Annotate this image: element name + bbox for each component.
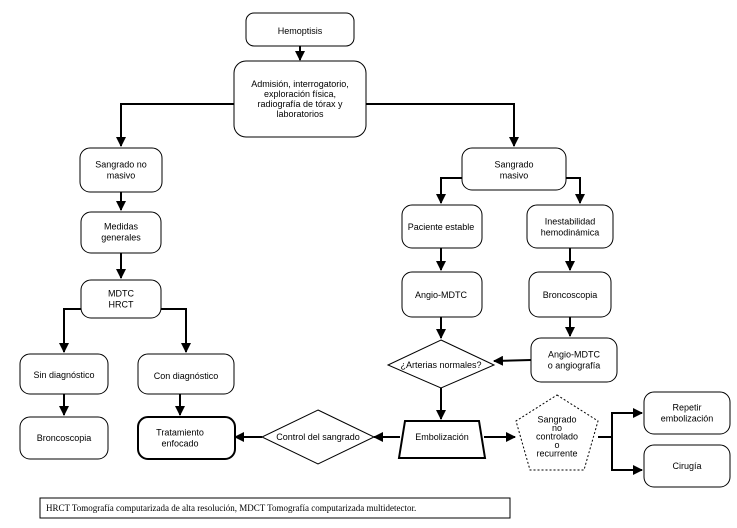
bronco-left-label-line-1: Broncoscopia xyxy=(37,433,92,443)
tratamiento-label-line-2: enfocado xyxy=(161,439,198,449)
tratamiento-label-line-1: Tratamiento xyxy=(156,428,204,438)
inestable-label-line-1: Inestabilidad xyxy=(545,217,596,227)
node-hemoptisis: Hemoptisis xyxy=(245,12,355,47)
masivo-label-line-2: masivo xyxy=(500,171,529,181)
edge-admision-masivo xyxy=(366,103,519,147)
medidas-label-line-2: generales xyxy=(101,233,141,243)
edge-masivo-estable xyxy=(436,177,462,204)
edge-no-controlado-cirugia xyxy=(611,437,643,475)
edge-mdtc-con-diag xyxy=(161,308,191,353)
angio-ang-label-line-2: o angiografía xyxy=(548,361,601,371)
no-controlado-label-line-1: Sangrado xyxy=(537,415,576,425)
no-masivo-label-line-1: Sangrado no xyxy=(95,160,147,170)
edge-no-controlado-repetir xyxy=(598,408,643,438)
repetir-label-line-1: Repetir xyxy=(672,403,701,413)
admision-label-line-1: Admisión, interrogatorio, xyxy=(251,79,349,89)
caption-box: HRCT Tomografía computarizada de alta re… xyxy=(39,497,511,519)
no-controlado-label-line-3: controlado xyxy=(536,432,578,442)
angio-ang-label-line-1: Angio-MDTC xyxy=(548,350,601,360)
no-controlado-label-line-4: o xyxy=(554,440,559,450)
hemoptisis-label-line-1: Hemoptisis xyxy=(278,26,323,36)
inestable-label-line-2: hemodinámica xyxy=(541,228,600,238)
node-paciente-estable: Paciente estable xyxy=(401,204,483,249)
embolizacion-label-line-1: Embolización xyxy=(415,432,469,442)
masivo-label-line-1: Sangrado xyxy=(494,160,533,170)
admision-label-line-2: exploración física, xyxy=(264,89,336,99)
node-arterias-normales: ¿Arterias normales? xyxy=(386,339,496,389)
cirugia-label-line-1: Cirugía xyxy=(672,461,701,471)
no-masivo-label-line-2: masivo xyxy=(107,171,136,181)
node-admision: Admisión, interrogatorio,exploración fís… xyxy=(233,60,367,138)
mdtc-hrct-label-line-1: MDTC xyxy=(108,289,134,299)
admision-label-line-3: radiografía de tórax y xyxy=(257,99,343,109)
no-controlado-label-line-2: no xyxy=(552,423,562,433)
sin-diag-label-line-1: Sin diagnóstico xyxy=(33,370,94,380)
medidas-label-line-1: Medidas xyxy=(104,222,139,232)
mdtc-hrct-label-line-2: HRCT xyxy=(109,300,134,310)
node-control-sangrado: Control del sangrado xyxy=(260,409,376,465)
node-cirugia: Cirugía xyxy=(643,444,731,488)
angio-mdtc-label-line-1: Angio-MDTC xyxy=(415,290,468,300)
connector-lines xyxy=(59,46,643,475)
node-sin-diagnostico: Sin diagnóstico xyxy=(19,353,109,395)
con-diag-label-line-1: Con diagnóstico xyxy=(154,371,219,381)
admision-label-line-4: laboratorios xyxy=(276,109,324,119)
caption-text: HRCT Tomografía computarizada de alta re… xyxy=(46,503,416,513)
arterias-label-line-1: ¿Arterias normales? xyxy=(400,360,481,370)
bronco-right-label-line-1: Broncoscopia xyxy=(543,290,598,300)
edge-mdtc-sin-diag xyxy=(59,308,81,353)
control-label-line-1: Control del sangrado xyxy=(276,432,360,442)
no-controlado-label-line-5: recurrente xyxy=(536,449,577,459)
edge-angio-ang-arterias xyxy=(493,355,532,366)
node-angio-mdtc: Angio-MDTC xyxy=(401,271,483,318)
node-embolizacion: Embolización xyxy=(397,420,487,459)
edge-masivo-inestable xyxy=(566,177,585,204)
node-con-diagnostico: Con diagnóstico xyxy=(137,353,235,395)
edge-admision-no-masivo xyxy=(116,103,234,147)
repetir-label-line-2: embolización xyxy=(661,414,714,424)
node-broncoscopia-left: Broncoscopia xyxy=(19,416,109,460)
estable-label-line-1: Paciente estable xyxy=(408,222,475,232)
node-broncoscopia-right: Broncoscopia xyxy=(528,271,612,318)
